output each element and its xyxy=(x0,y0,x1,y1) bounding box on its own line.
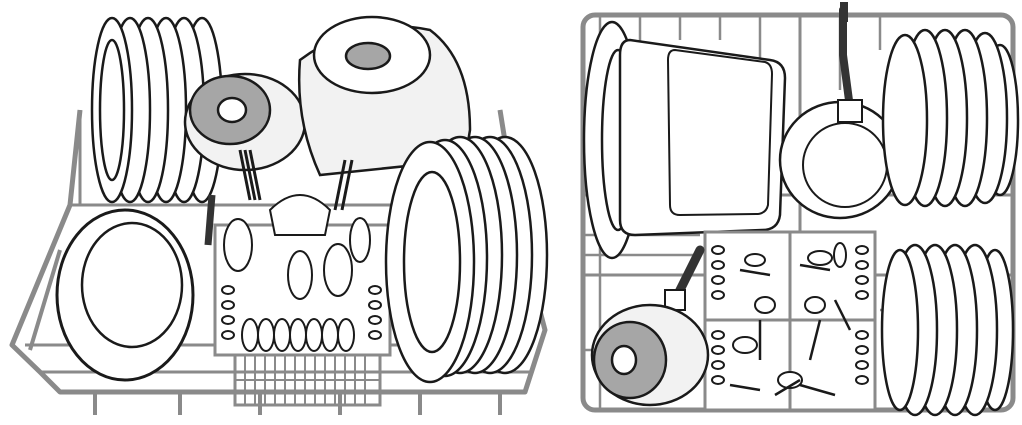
right-cutlery-basket xyxy=(705,232,875,410)
right-plates-upper xyxy=(883,30,1018,206)
right-baking-tray xyxy=(620,40,785,235)
right-frying-pan xyxy=(592,250,708,405)
left-plates-front xyxy=(386,137,547,382)
right-panel xyxy=(583,2,1018,415)
right-plates-lower xyxy=(882,245,1013,415)
left-cutlery-basket xyxy=(208,150,390,405)
left-panel xyxy=(12,17,547,415)
left-bowl xyxy=(57,210,193,380)
